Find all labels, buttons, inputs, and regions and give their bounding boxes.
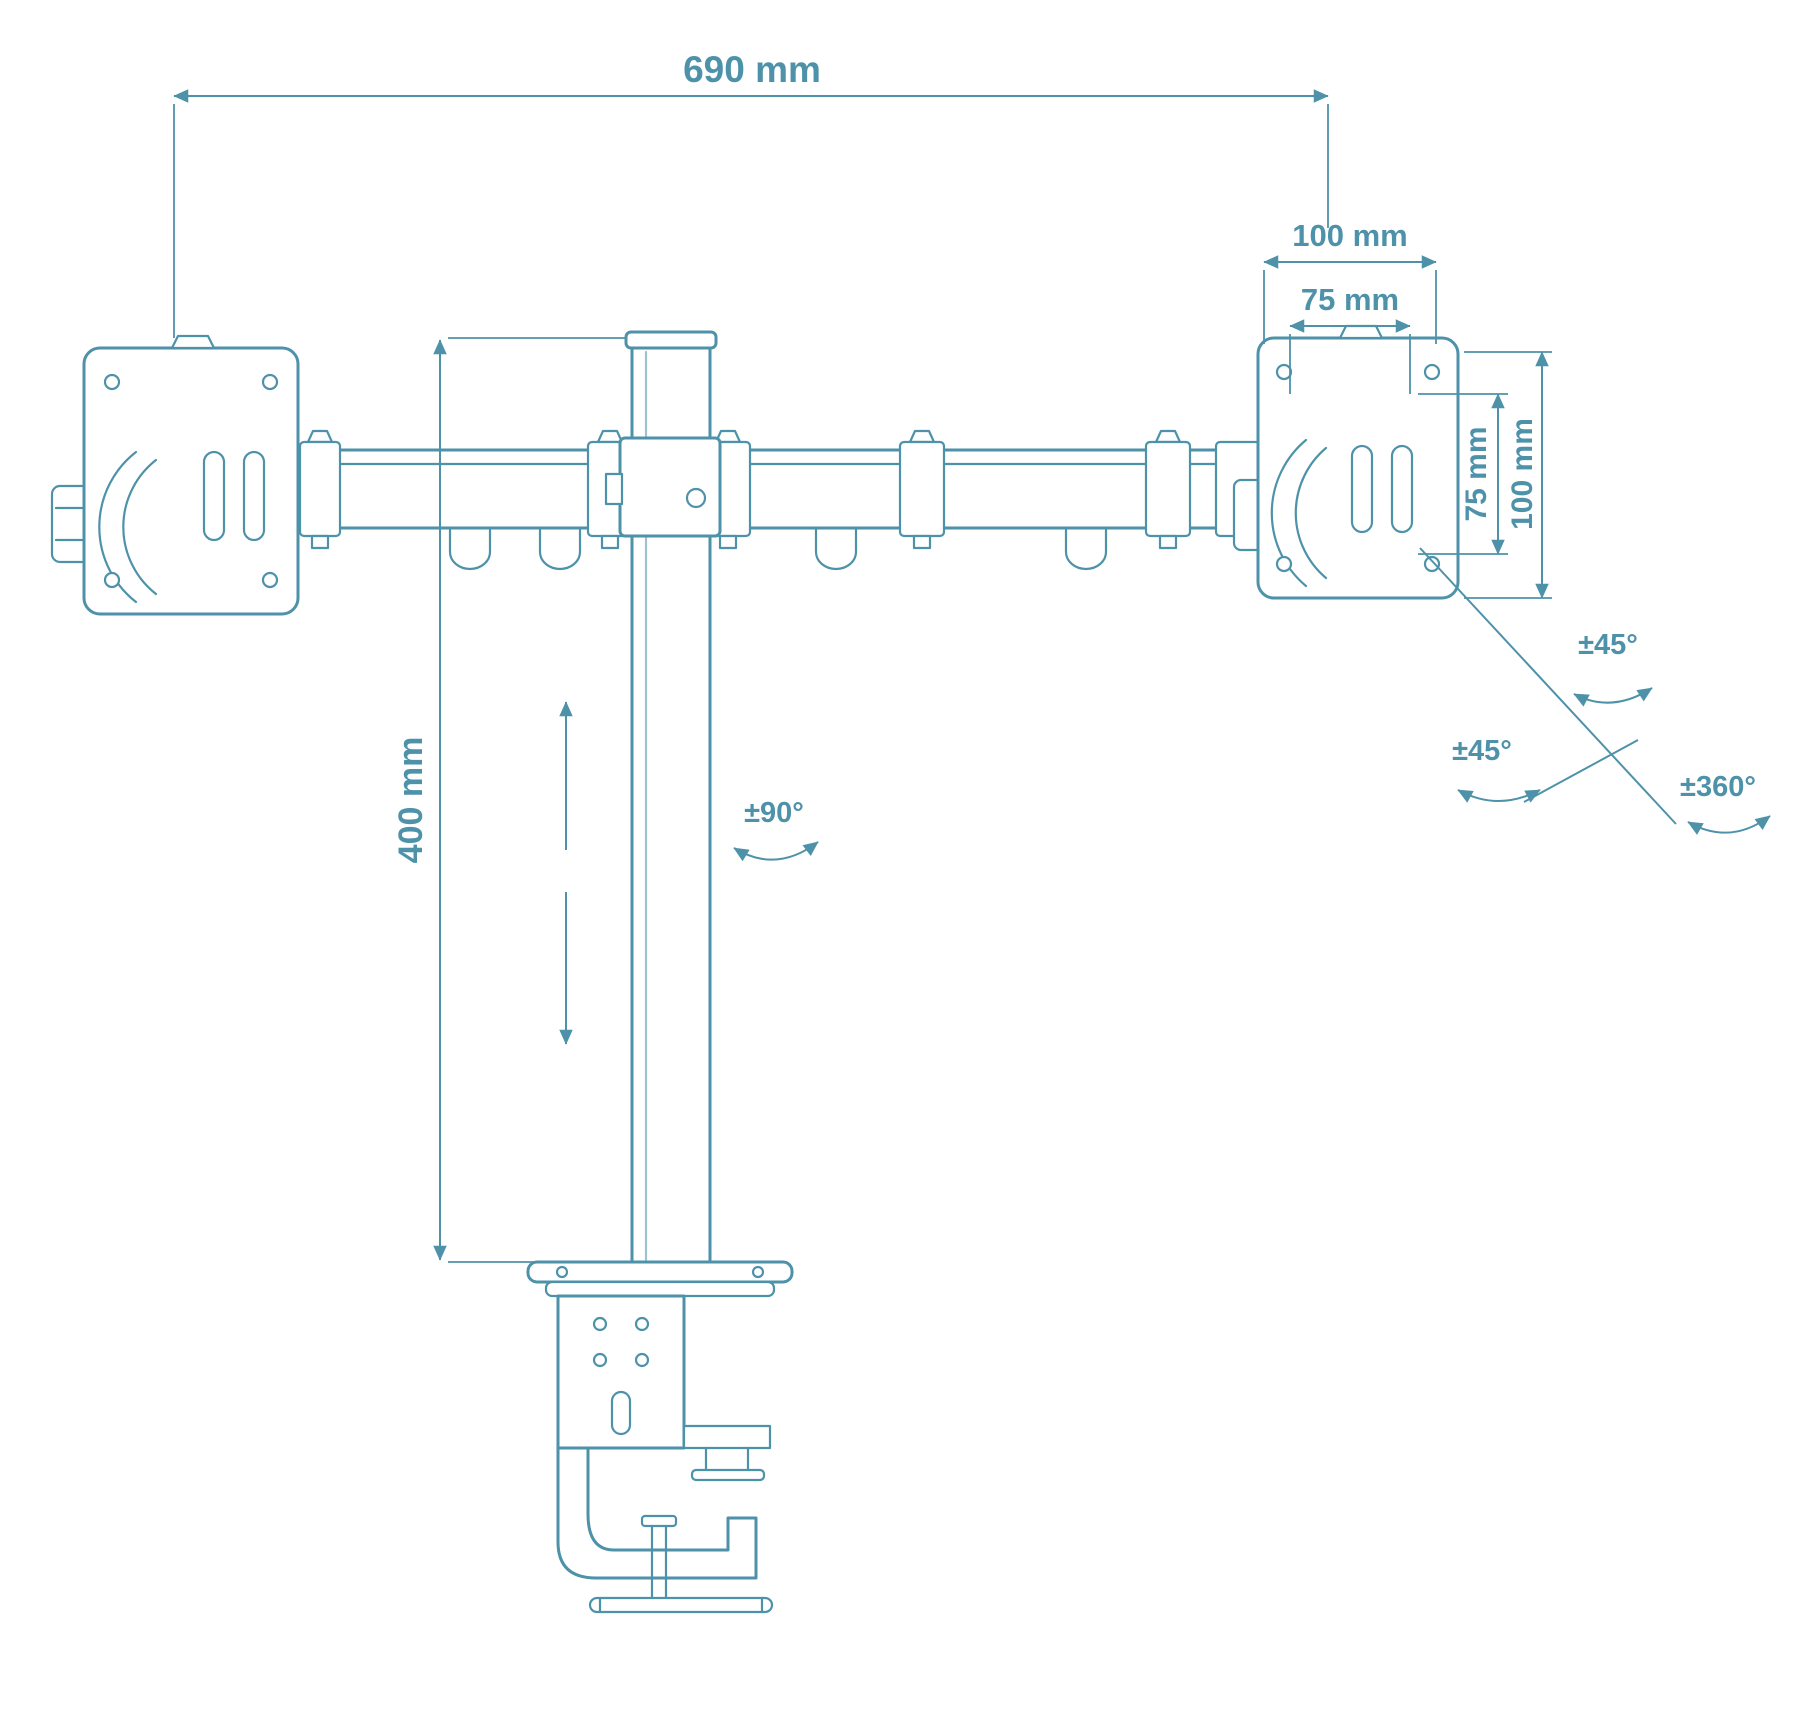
arm-collar	[1144, 440, 1192, 538]
left-vesa-plate	[50, 334, 300, 616]
dim-vesa-outer-height-label: 100 mm	[1506, 418, 1539, 530]
right-vesa-plate	[1232, 324, 1460, 600]
plate-top-tab	[1338, 324, 1384, 340]
column-slot	[610, 1390, 632, 1436]
pole-arm-collar	[604, 436, 722, 538]
vesa-slot	[1350, 444, 1374, 534]
left-arm	[290, 429, 638, 550]
dim-vesa-inner-width: 75 mm	[1289, 282, 1411, 394]
vesa-slot	[242, 450, 266, 542]
column-hole	[592, 1316, 608, 1332]
bolt-under	[1158, 534, 1178, 550]
bolt-tab	[1154, 429, 1182, 444]
corner-hole	[261, 373, 279, 391]
vesa-slot	[202, 450, 226, 542]
axis-cross	[1523, 739, 1639, 803]
cable-hook	[1064, 528, 1108, 571]
axis-main	[1419, 547, 1677, 825]
dim-vesa-outer-height: 100 mm	[1464, 351, 1552, 599]
rotation-arc	[1457, 789, 1541, 803]
corner-hole	[261, 571, 279, 589]
bolt-under	[310, 534, 330, 550]
rotation-arc	[1573, 687, 1653, 707]
arm-collar	[898, 440, 946, 538]
angle-pole-swivel-label: ±90°	[744, 797, 804, 829]
bolt-under	[600, 534, 620, 550]
angle-head-rotation-label: ±360°	[1680, 771, 1756, 803]
dim-pole-height: 400 mm	[392, 337, 626, 1263]
bracket-pad	[690, 1468, 766, 1482]
corner-hole	[1423, 555, 1441, 573]
tilt-slot-arc	[98, 450, 138, 604]
column-hole	[634, 1316, 650, 1332]
corner-hole	[1423, 363, 1441, 381]
rotation-arc	[733, 841, 819, 862]
corner-hole	[1275, 555, 1293, 573]
dim-vesa-outer-width-label: 100 mm	[1292, 218, 1407, 253]
head-rotation-axes: ±45° ±45° ±360°	[1419, 547, 1771, 835]
bolt-tab	[306, 429, 334, 444]
side-bracket	[682, 1424, 772, 1450]
clamp-lower-jaw	[556, 1446, 758, 1580]
bolt-under	[912, 534, 932, 550]
arm-collar	[298, 440, 342, 538]
cable-hook	[814, 528, 858, 571]
desk-clamp	[526, 1260, 794, 1614]
angle-head-tilt-label: ±45°	[1578, 629, 1638, 661]
dim-total-width-label: 690 mm	[683, 49, 821, 90]
corner-hole	[1275, 363, 1293, 381]
corner-hole	[103, 571, 121, 589]
plate-bolt	[555, 1265, 569, 1279]
dim-total-width: 690 mm	[173, 49, 1329, 338]
angle-head-swivel-label: ±45°	[1452, 735, 1512, 767]
right-arm	[704, 429, 1262, 550]
bolt-tab	[596, 429, 624, 444]
dim-vesa-inner-width-label: 75 mm	[1301, 282, 1399, 317]
bolt-under	[718, 534, 738, 550]
bolt-tab	[908, 429, 936, 444]
rotation-arc	[1687, 815, 1771, 835]
dim-pole-height-label: 400 mm	[392, 737, 430, 864]
screw-pad	[640, 1514, 678, 1528]
pole-top-cap	[624, 330, 718, 350]
column-hole	[592, 1352, 608, 1368]
angle-pole-swivel: ±90°	[733, 797, 819, 862]
vesa-slot	[1390, 444, 1414, 534]
collar-knob	[604, 472, 624, 506]
column-hole	[634, 1352, 650, 1368]
dim-vesa-outer-width: 100 mm	[1263, 218, 1437, 344]
tilt-slot-arc	[1294, 446, 1328, 580]
plate-top-tab	[170, 334, 216, 350]
plate-bolt	[751, 1265, 765, 1279]
corner-hole	[103, 373, 121, 391]
clamp-upper-pad	[544, 1280, 776, 1298]
dim-vesa-inner-height: 75 mm	[1418, 393, 1508, 555]
left-arm-bar	[290, 448, 638, 530]
tilt-slot-arc	[122, 458, 158, 596]
cable-hook	[448, 528, 492, 571]
cable-hook	[538, 528, 582, 571]
cable-hooks	[448, 528, 1108, 571]
collar-body	[618, 436, 722, 538]
clamp-handle	[588, 1596, 774, 1614]
collar-screw-hole	[685, 487, 707, 509]
tilt-slot-arc	[1270, 438, 1308, 588]
dim-vesa-inner-height-label: 75 mm	[1460, 426, 1493, 521]
